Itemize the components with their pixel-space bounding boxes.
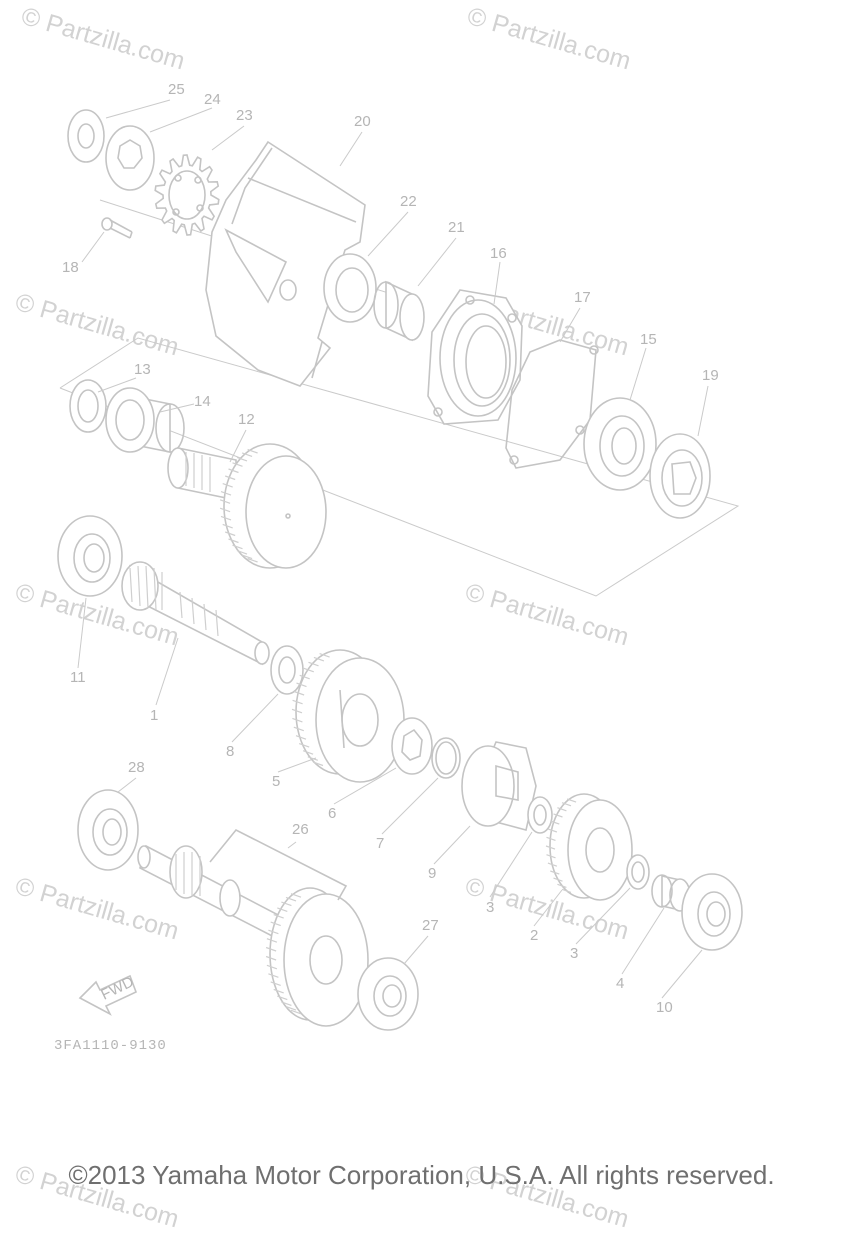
part-number-label: 17 (574, 289, 591, 306)
leader-line-25 (105, 99, 171, 119)
leader-line-20 (339, 131, 363, 167)
leader-line-8 (231, 693, 279, 743)
part-number-label: 26 (292, 821, 309, 838)
drawing-code: 3FA1110-9130 (54, 1038, 167, 1054)
leader-line-22 (367, 211, 409, 257)
part-26-gear (265, 887, 369, 1027)
part-28-bearing (77, 789, 139, 871)
part-number-label: 28 (128, 759, 145, 776)
leader-line-12 (229, 429, 247, 463)
part-number-label: 11 (70, 669, 86, 686)
part-21-collar (373, 280, 425, 342)
part-number-label: 3 (486, 899, 494, 916)
part-15-bearing (583, 397, 657, 491)
part-1-main-shaft (121, 561, 270, 666)
part-2-gear (545, 793, 633, 901)
part-23-sprocket (154, 154, 220, 236)
part-number-label: 10 (656, 999, 673, 1016)
part-number-label: 18 (62, 259, 79, 276)
exploded-view-drawing: FWD 123345678910111213141516171819202122… (57, 81, 743, 1031)
leader-line-26 (287, 841, 297, 849)
part-24-lock-washer (105, 125, 155, 191)
fwd-arrow-icon: FWD (78, 973, 138, 1016)
part-6-washer (391, 717, 433, 775)
part-number-label: 12 (238, 411, 255, 428)
part-number-label: 16 (490, 245, 507, 262)
part-26-shaft (137, 844, 289, 942)
part-labels: 1233456789101112131415161718192021222324… (62, 81, 719, 1016)
part-number-label: 7 (376, 835, 384, 852)
leader-line-4 (621, 907, 665, 975)
leader-line-15 (629, 347, 647, 401)
leader-line-1 (155, 637, 179, 706)
leader-line-13 (97, 377, 137, 393)
leader-line-3 (575, 887, 631, 945)
part-26-bracket (209, 828, 348, 901)
leader-line-19 (697, 385, 709, 437)
leader-line-7 (381, 777, 439, 835)
part-22-oil-seal (323, 253, 377, 323)
part-number-label: 15 (640, 331, 657, 348)
part-10-bearing (681, 873, 743, 951)
leader-line-14 (159, 403, 195, 413)
leader-line-21 (417, 237, 457, 287)
part-25-nut (67, 109, 105, 163)
part-number-label: 9 (428, 865, 436, 882)
part-number-label: 23 (236, 107, 253, 124)
part-number-label: 27 (422, 917, 439, 934)
part-3-washer (626, 854, 650, 890)
copyright-notice: ©2013 Yamaha Motor Corporation, U.S.A. A… (68, 1160, 775, 1190)
part-number-label: 21 (448, 219, 465, 236)
leader-line-18 (81, 231, 105, 263)
part-14-needle-bearing (105, 387, 185, 453)
leader-line-11 (77, 597, 87, 669)
leader-line-24 (149, 107, 213, 133)
part-19-plate (649, 433, 711, 519)
part-number-label: 20 (354, 113, 371, 130)
part-number-label: 4 (616, 975, 624, 992)
leader-line-28 (117, 777, 137, 793)
part-number-label: 13 (134, 361, 151, 378)
part-16-bearing-housing (427, 289, 523, 425)
leader-line-23 (211, 125, 245, 151)
part-number-label: 19 (702, 367, 719, 384)
part-number-label: 24 (204, 91, 221, 108)
leader-lines (77, 99, 709, 999)
part-8-washer (270, 645, 304, 695)
leader-line-6 (333, 767, 397, 805)
part-17-gasket (505, 339, 599, 469)
part-20-housing (205, 140, 366, 387)
part-number-label: 6 (328, 805, 336, 822)
part-9-dog-clutch (461, 741, 537, 831)
parts-diagram: © Partzilla.com © Partzilla.com © Partzi… (12, 2, 775, 1233)
part-number-label: 25 (168, 81, 185, 98)
leader-line-10 (661, 949, 703, 999)
part-number-label: 2 (530, 927, 538, 944)
assembly-frame (59, 337, 740, 597)
leader-line-5 (277, 757, 317, 773)
part-number-label: 22 (400, 193, 417, 210)
part-11-bearing (57, 515, 123, 597)
leader-line-3 (489, 831, 533, 898)
leader-line-9 (433, 825, 471, 865)
leader-line-17 (559, 307, 581, 343)
leader-line-2 (533, 889, 563, 927)
part-18-bolt (101, 217, 133, 239)
part-number-label: 8 (226, 743, 234, 760)
part-12-gear (167, 443, 327, 569)
part-5-gear (291, 649, 405, 783)
part-number-label: 5 (272, 773, 280, 790)
leader-line-27 (403, 935, 429, 965)
part-number-label: 3 (570, 945, 578, 962)
leader-line-16 (493, 261, 501, 305)
part-7-circlip (431, 737, 461, 779)
part-27-bearing (357, 957, 419, 1031)
part-number-label: 1 (150, 707, 158, 724)
part-3-washer (527, 796, 553, 834)
part-4-collar (651, 874, 691, 912)
part-number-label: 14 (194, 393, 211, 410)
part-13-washer (69, 379, 107, 433)
